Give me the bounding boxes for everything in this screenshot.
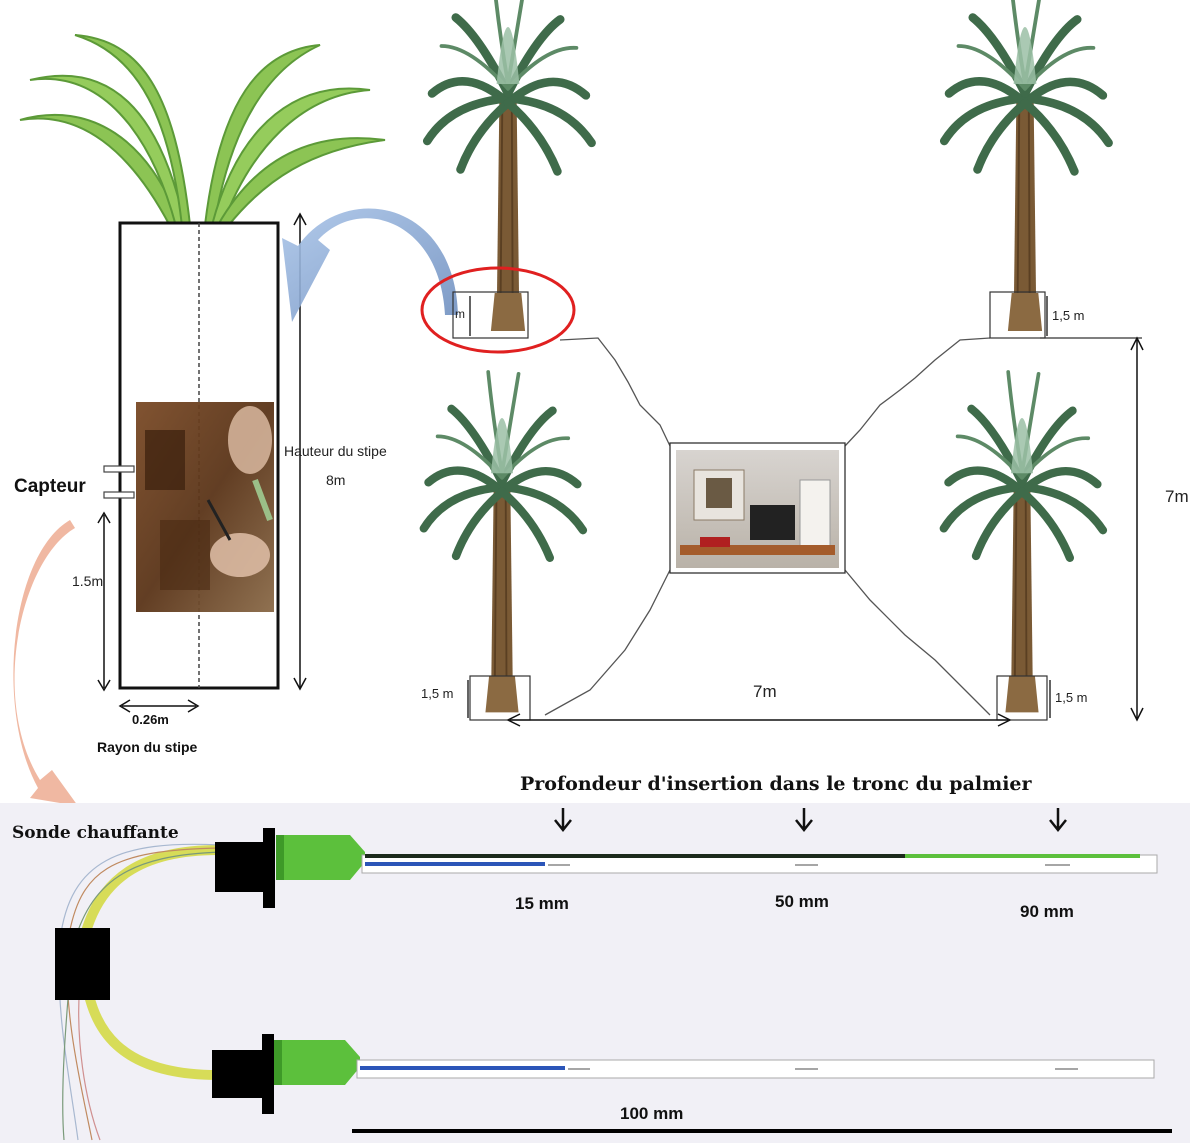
vertical-spacing-label: 7m bbox=[1165, 487, 1189, 506]
depth-label-90: 90 mm bbox=[1020, 902, 1074, 921]
height-marker-bottom-left bbox=[469, 675, 531, 721]
palm-tree-bottom-left bbox=[424, 372, 583, 712]
height-marker-bottom-right bbox=[996, 675, 1048, 721]
tree-height-label-3: 1,5 m bbox=[421, 686, 454, 701]
radius-label: Rayon du stipe bbox=[97, 739, 198, 755]
palm-tree-top-right bbox=[944, 0, 1108, 331]
tree-height-label-4: 1,5 m bbox=[1055, 690, 1088, 705]
plot-layout: m 1,5 m 1,5 m 1,5 m 7m 7m bbox=[420, 0, 1189, 727]
radius-value-label: 0.26m bbox=[132, 712, 169, 727]
probe-panel: Profondeur d'insertion dans le tronc du … bbox=[0, 773, 1190, 1143]
tree-height-label-1: m bbox=[455, 307, 465, 321]
probe-title: Sonde chauffante bbox=[12, 823, 179, 843]
depth-arrows bbox=[554, 808, 1067, 833]
zoom-arrow-icon bbox=[282, 208, 458, 322]
height-marker-top-right bbox=[989, 291, 1046, 339]
probe-length-label: 100 mm bbox=[620, 1104, 683, 1123]
depth-title: Profondeur d'insertion dans le tronc du … bbox=[520, 773, 1033, 795]
sensor-pin-upper bbox=[103, 465, 135, 473]
capteur-label: Capteur bbox=[14, 476, 86, 497]
highlight-circle bbox=[420, 266, 576, 354]
stipe-height-value: 8m bbox=[326, 472, 345, 488]
sensor-pin-lower bbox=[103, 491, 135, 499]
cable-junction-box bbox=[55, 928, 110, 1000]
sensor-installation-photo bbox=[136, 402, 274, 612]
probe-callout-arrow-icon bbox=[13, 520, 78, 806]
height-marker-top-left bbox=[452, 291, 529, 339]
horizontal-spacing-label: 7m bbox=[753, 682, 777, 701]
probe-upper bbox=[215, 828, 1158, 908]
tree-height-label-2: 1,5 m bbox=[1052, 308, 1085, 323]
stipe-schematic: Capteur 1.5m Hauteur du stipe 8m 0.26m R… bbox=[14, 34, 387, 755]
depth-label-50: 50 mm bbox=[775, 892, 829, 911]
probe-lower bbox=[212, 1034, 1155, 1114]
depth-label-15: 15 mm bbox=[515, 894, 569, 913]
cable-lines bbox=[544, 337, 991, 716]
sensor-height-label: 1.5m bbox=[72, 573, 103, 589]
palm-tree-bottom-right bbox=[944, 372, 1103, 712]
datalogger-station-photo bbox=[669, 442, 846, 574]
frond-crown bbox=[19, 34, 386, 228]
stipe-height-label: Hauteur du stipe bbox=[284, 443, 387, 459]
